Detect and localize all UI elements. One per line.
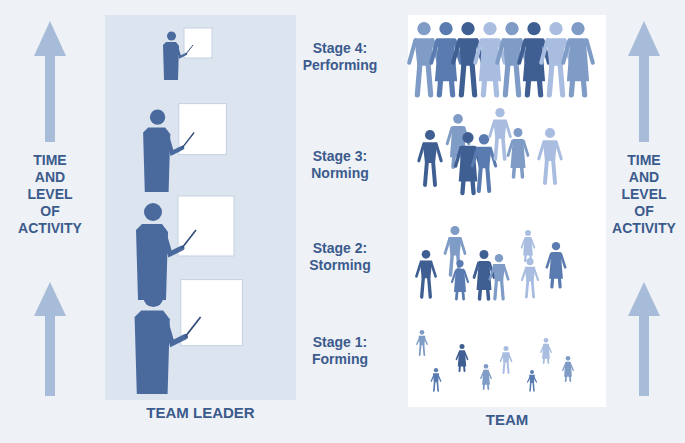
team-member [445, 226, 465, 275]
team-member [528, 370, 537, 391]
team-member [563, 22, 593, 95]
team-member [416, 250, 435, 297]
whiteboard [184, 28, 212, 58]
stage-label: Stage 4: Performing [296, 40, 384, 74]
team-member [474, 250, 494, 299]
team-leader-figure [163, 28, 212, 80]
team-member [490, 108, 511, 159]
arrow-head [628, 21, 660, 56]
team-member [547, 242, 565, 287]
stage-label: Stage 2: Storming [296, 240, 384, 274]
team-member [452, 260, 468, 299]
arrow-head [628, 282, 660, 316]
team-leader-figure [135, 280, 243, 394]
team-member [508, 128, 528, 177]
team-member [497, 22, 527, 95]
team-member [541, 22, 571, 95]
arrow-shaft [639, 314, 649, 396]
whiteboard [179, 104, 227, 155]
team-member [541, 338, 551, 363]
panel-fill [105, 15, 296, 400]
team-member [522, 230, 535, 261]
stage-label: Stage 1: Forming [296, 334, 384, 368]
axis-label: TIME AND LEVEL OF ACTIVITY [612, 152, 676, 237]
team-panel: TEAM [408, 15, 606, 433]
team-member [481, 364, 491, 389]
panel-heading: TEAM [408, 407, 606, 433]
arrow-shaft [45, 54, 55, 142]
whiteboard [181, 280, 243, 346]
leader-panel: TEAM LEADER [105, 15, 296, 426]
stage-label: Stage 3: Norming [296, 148, 384, 182]
team-member [456, 132, 481, 193]
team-leader-figure [136, 196, 234, 300]
panel-fill [408, 15, 606, 407]
panel-heading: TEAM LEADER [105, 400, 296, 426]
team-member [539, 128, 561, 183]
team-member [417, 330, 427, 355]
team-member [456, 344, 467, 371]
team-leader-figure [143, 104, 226, 192]
axis-label: TIME AND LEVEL OF ACTIVITY [18, 152, 82, 237]
team-member [419, 130, 441, 185]
arrow-head [34, 282, 66, 316]
team-member [475, 22, 505, 95]
team-member [563, 356, 573, 381]
team-member [431, 22, 461, 95]
team-member [472, 134, 495, 191]
arrow-shaft [45, 314, 55, 396]
team-member [519, 22, 549, 95]
whiteboard [178, 196, 234, 256]
team-member [522, 258, 538, 297]
team-member [447, 114, 469, 167]
arrow-shaft [639, 54, 649, 142]
team-member [490, 254, 508, 299]
team-member [431, 368, 441, 391]
arrow-head [34, 21, 66, 56]
team-member [500, 346, 511, 373]
team-member [453, 22, 483, 95]
team-member [409, 22, 439, 95]
